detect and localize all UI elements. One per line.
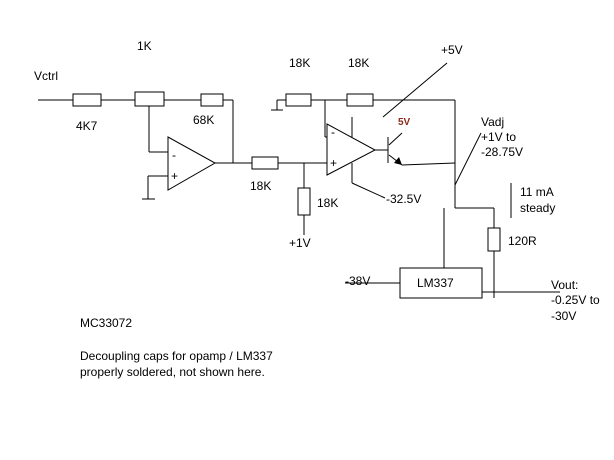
label-120r: 120R <box>508 234 537 248</box>
label-4k7: 4K7 <box>76 119 98 133</box>
note-line-2: properly soldered, not shown here. <box>80 365 265 379</box>
opamp1-plus-sign: + <box>171 169 178 183</box>
label-18k-divider: 18K <box>317 196 338 210</box>
label-plus-5v: +5V <box>441 43 463 57</box>
label-opamp-part: MC33072 <box>80 316 132 330</box>
leader-plus-5v <box>382 62 448 118</box>
label-vout: Vout: <box>551 278 578 292</box>
transistor-emitter-arrow <box>394 157 402 165</box>
resistor-18k-b <box>346 93 374 107</box>
resistor-120r <box>487 227 501 252</box>
opamp2-minus-sign: - <box>331 125 335 139</box>
label-transistor-5v: 5V <box>398 117 411 128</box>
label-plus-1v: +1V <box>289 236 311 250</box>
leader-minus-32v <box>351 182 386 199</box>
label-steady: steady <box>520 201 555 215</box>
opamp-1 <box>167 136 217 191</box>
lm337-regulator <box>399 267 483 299</box>
label-18k-a: 18K <box>289 56 310 70</box>
leader-vadj <box>454 132 482 186</box>
resistor-18k-in <box>251 156 279 170</box>
transistor-collector <box>388 132 403 146</box>
resistor-18k-a <box>285 93 312 107</box>
label-lm337: LM337 <box>417 276 454 290</box>
label-vout-range-2: -30V <box>551 309 576 323</box>
transistor-out-wire <box>401 162 456 166</box>
resistor-18k-divider <box>297 187 311 216</box>
resistor-4k7 <box>72 93 102 107</box>
label-18k-b: 18K <box>348 56 369 70</box>
label-minus-38v: -38V <box>345 274 370 288</box>
opamp-2 <box>326 123 377 176</box>
label-current: 11 mA <box>520 185 554 199</box>
label-vadj-range-2: -28.75V <box>481 145 523 159</box>
potentiometer-1k <box>134 91 165 107</box>
resistor-68k <box>200 93 224 107</box>
label-vadj-range-1: +1V to <box>481 130 516 144</box>
label-vctrl: Vctrl <box>34 69 58 83</box>
label-vadj: Vadj <box>481 115 504 129</box>
label-18k-in: 18K <box>250 179 271 193</box>
label-vout-range-1: -0.25V to <box>551 293 600 307</box>
note-line-1: Decoupling caps for opamp / LM337 <box>80 349 273 363</box>
label-minus-32v: -32.5V <box>386 192 421 206</box>
label-68k: 68K <box>193 113 214 127</box>
opamp1-minus-sign: - <box>172 148 176 162</box>
label-pot-1k: 1K <box>137 39 152 53</box>
opamp2-plus-sign: + <box>330 156 337 170</box>
